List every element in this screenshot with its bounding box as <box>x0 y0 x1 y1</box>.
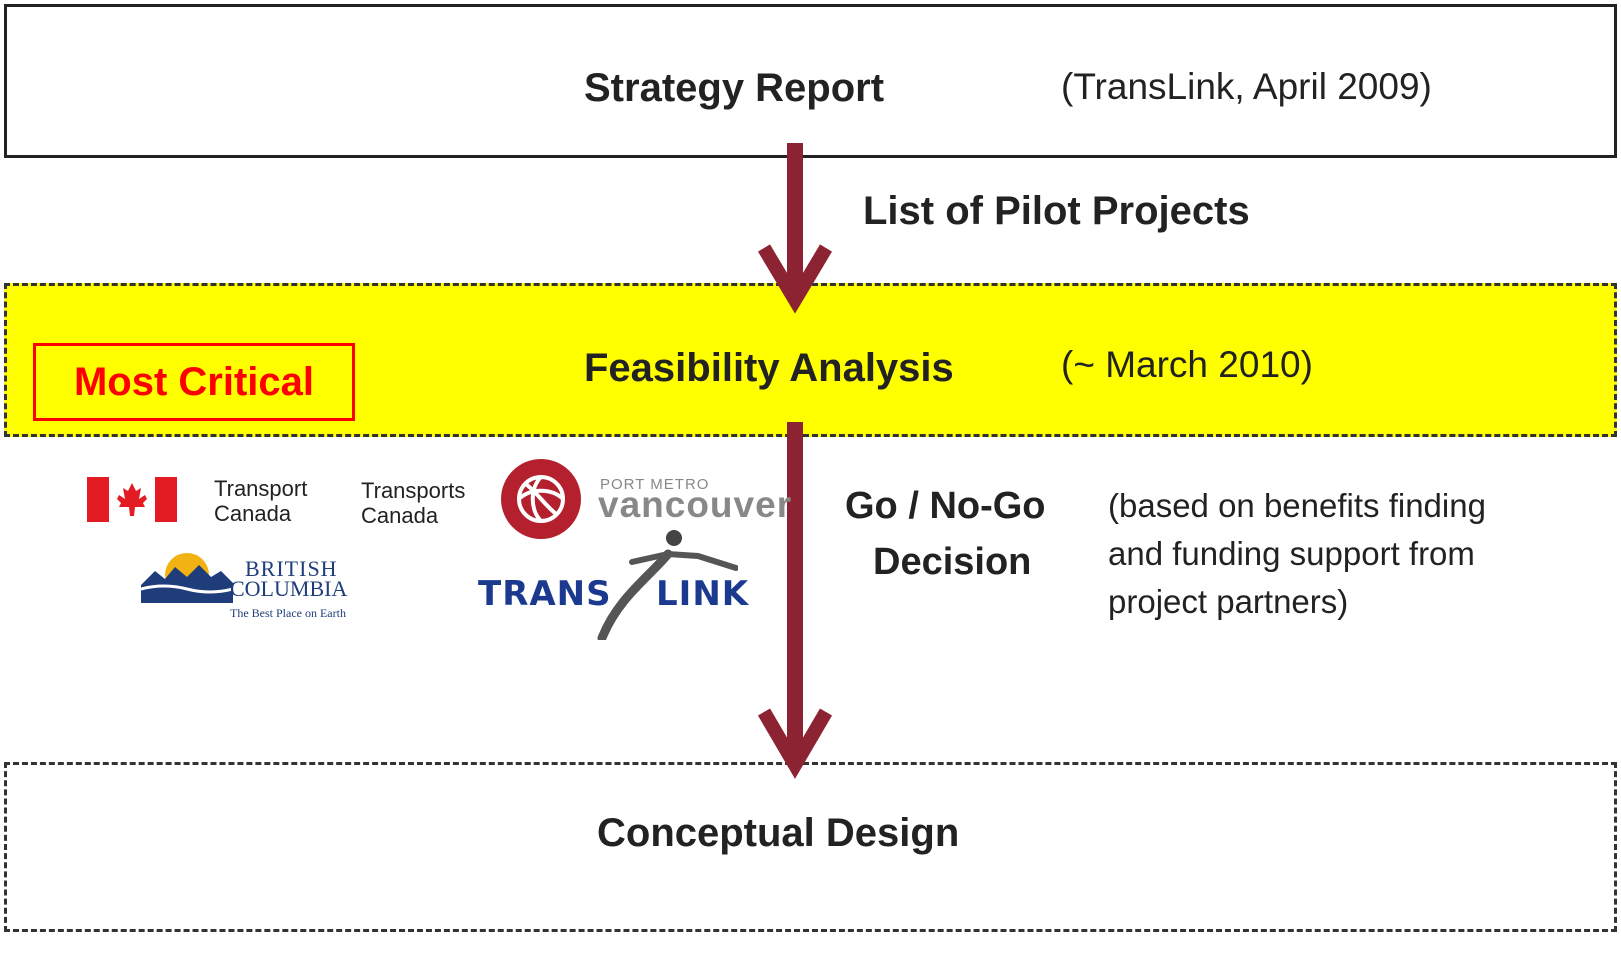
transport-canada-fr-text: Transports Canada <box>361 478 466 528</box>
translink-link-text: LINK <box>656 574 750 614</box>
arrow-feasibility-to-conceptual <box>757 422 833 779</box>
port-metro-vancouver-text: vancouver <box>598 484 793 525</box>
bc-line1-text: BRITISH <box>245 556 338 581</box>
go-no-go-line2: Decision <box>873 541 1032 583</box>
conceptual-design-box <box>4 762 1617 932</box>
strategy-report-note: (TransLink, April 2009) <box>1061 66 1432 107</box>
go-no-go-line1: Go / No-Go <box>845 485 1046 527</box>
port-metro-vancouver-logo-icon <box>501 459 581 539</box>
strategy-report-title: Strategy Report <box>584 66 885 110</box>
british-columbia-logo-icon <box>141 553 233 603</box>
decision-basis-text: (based on benefits finding and funding s… <box>1108 487 1486 620</box>
transport-canada-en-text: Transport Canada <box>214 476 308 526</box>
pilot-projects-label: List of Pilot Projects <box>863 189 1250 233</box>
bc-line2-text: COLUMBIA <box>230 576 348 601</box>
strategy-report-box <box>4 4 1617 158</box>
feasibility-note: (~ March 2010) <box>1061 344 1313 385</box>
canada-flag-icon <box>87 477 177 522</box>
translink-trans-text: TRANS <box>478 574 612 614</box>
conceptual-design-title: Conceptual Design <box>597 811 960 855</box>
most-critical-badge: Most Critical <box>33 343 355 421</box>
translink-runner-icon <box>597 530 738 640</box>
port-metro-small-text: PORT METRO <box>600 476 710 493</box>
feasibility-title: Feasibility Analysis <box>584 346 954 390</box>
arrow-strategy-to-feasibility <box>757 143 833 314</box>
bc-tagline-text: The Best Place on Earth <box>230 606 346 620</box>
most-critical-label: Most Critical <box>73 359 315 404</box>
